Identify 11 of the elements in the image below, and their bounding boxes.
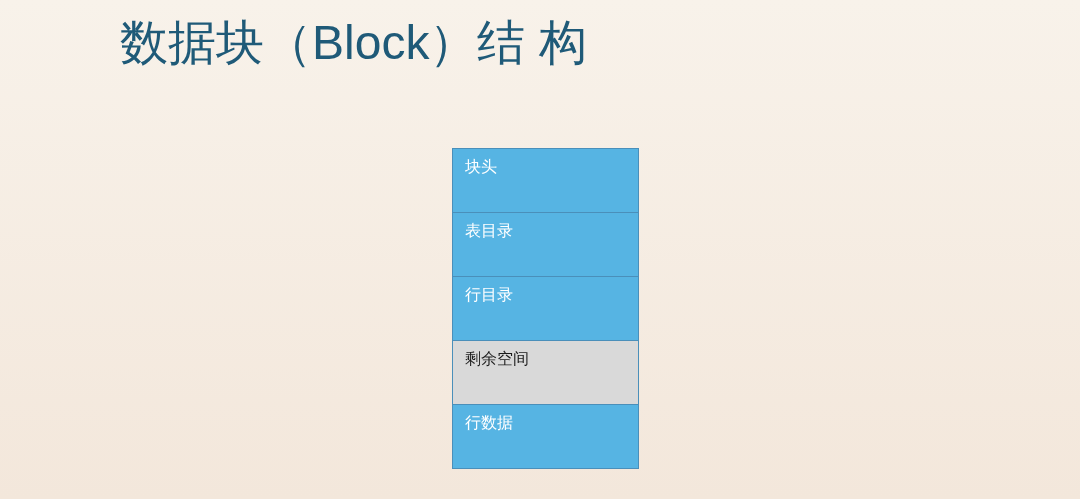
block-section — [452, 276, 639, 341]
section-label: 表目录 — [465, 221, 513, 241]
section-label: 行数据 — [465, 413, 513, 433]
section-label: 剩余空间 — [465, 349, 529, 369]
block-section — [452, 212, 639, 277]
section-label: 块头 — [465, 157, 497, 177]
block-section — [452, 404, 639, 469]
title: 数据块（Block）结 构 — [120, 15, 587, 71]
section-label: 行目录 — [465, 285, 513, 305]
block-section — [452, 340, 639, 405]
block-section — [452, 148, 639, 213]
